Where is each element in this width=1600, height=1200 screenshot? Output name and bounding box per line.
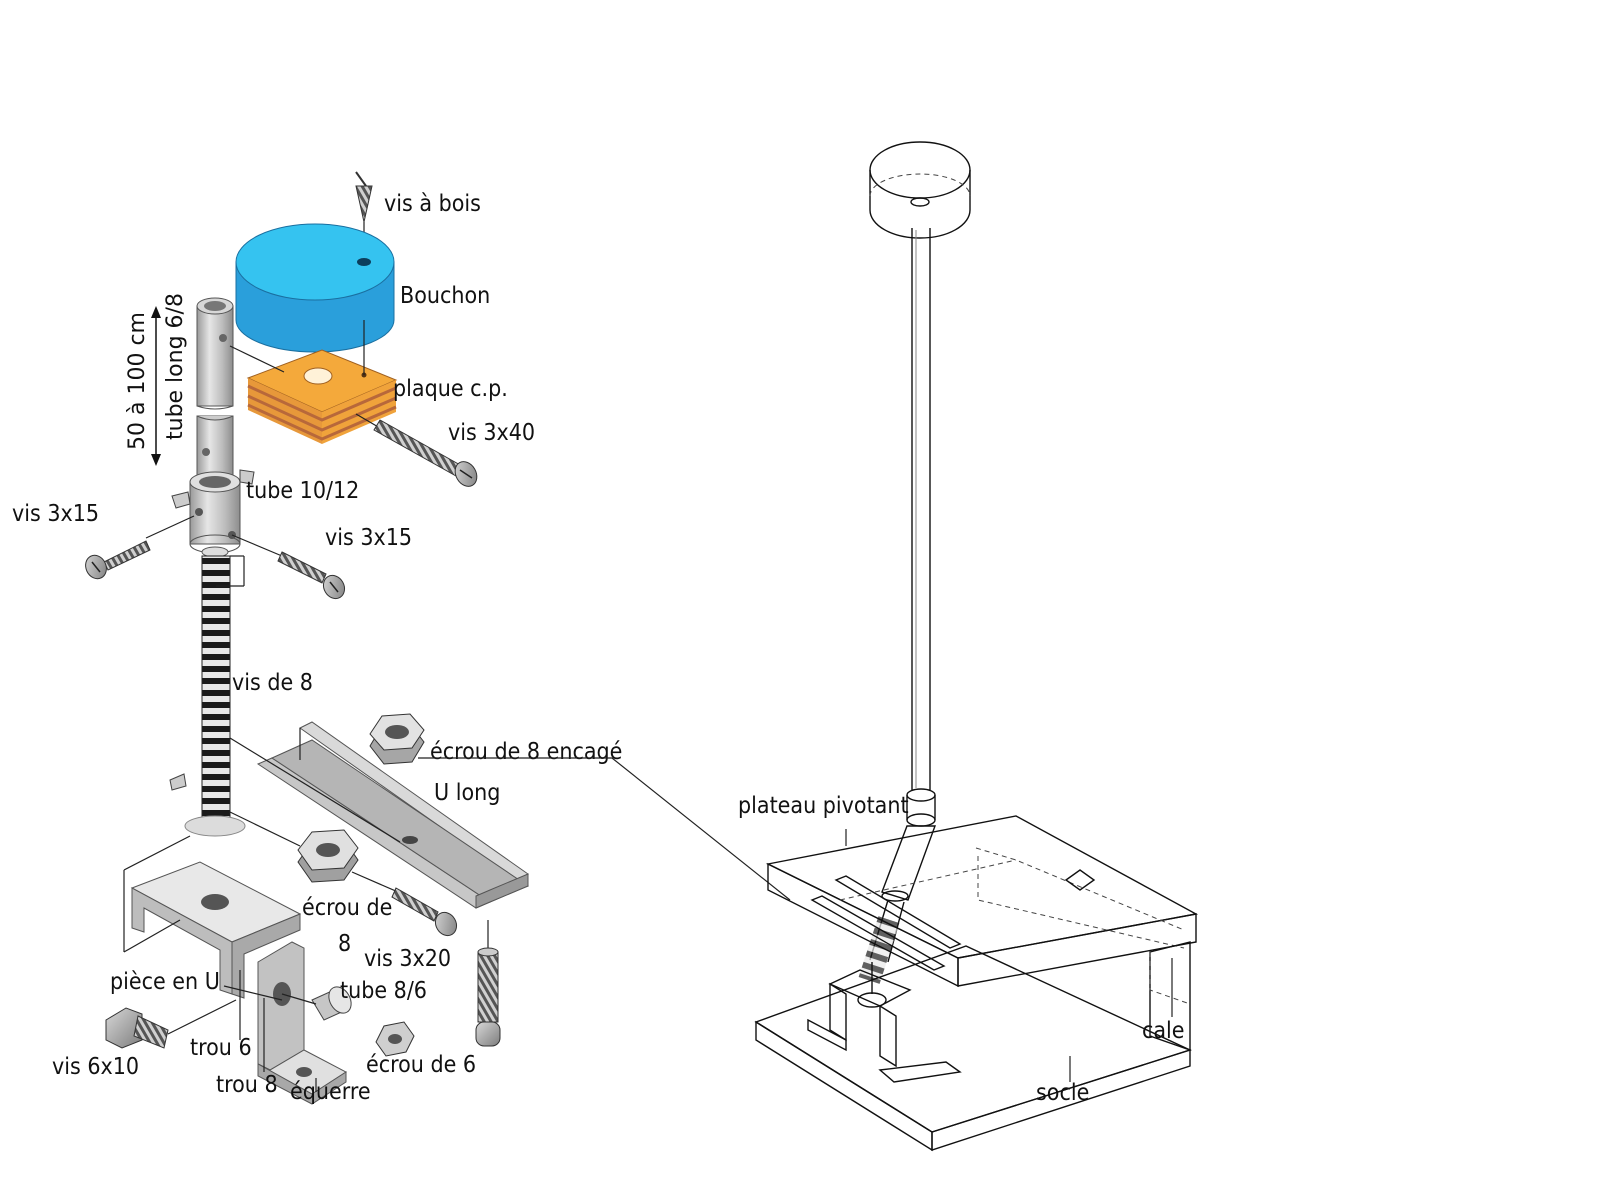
dimension-length-label: 50 à 100 cm xyxy=(125,312,150,450)
label-ecrou-de-8-l2: 8 xyxy=(338,931,351,957)
label-u-long: U long xyxy=(434,780,500,806)
bolt-under-u-channel xyxy=(475,920,501,1047)
hex-nut-m8 xyxy=(229,811,359,883)
label-ecrou-de-8-encage: écrou de 8 encagé xyxy=(430,739,622,765)
screw-6x10 xyxy=(105,999,237,1049)
label-tube-8-6: tube 8/6 xyxy=(340,978,427,1004)
bouchon-cap xyxy=(235,223,395,353)
tube-10-12 xyxy=(171,469,255,554)
angle-bracket-equerre xyxy=(223,941,347,1105)
u-bracket-piece xyxy=(123,835,302,999)
label-trou-6: trou 6 xyxy=(190,1035,252,1061)
assembled-view xyxy=(754,141,1199,1152)
label-plateau-pivotant: plateau pivotant xyxy=(738,793,909,819)
hex-nut-m8-caged xyxy=(369,713,425,765)
label-socle: socle xyxy=(1036,1080,1089,1106)
exploded-view: 50 à 100 cm tube long 6/8 xyxy=(85,171,530,1105)
screw-3x40 xyxy=(355,413,478,487)
plywood-plate xyxy=(246,320,398,444)
hex-nut-m6 xyxy=(375,1021,415,1057)
label-plaque-cp: plaque c.p. xyxy=(393,376,508,402)
label-ecrou-de-8-l1: écrou de xyxy=(302,895,392,921)
threaded-rod-m8 xyxy=(169,546,246,837)
label-vis-3x15-right: vis 3x15 xyxy=(325,525,412,551)
label-vis-a-bois: vis à bois xyxy=(384,191,481,217)
screw-3x15-right xyxy=(231,534,346,600)
dimension-arrow xyxy=(151,306,161,466)
label-bouchon: Bouchon xyxy=(400,283,490,309)
label-cale: cale xyxy=(1142,1018,1185,1044)
leader-ecrou-encage xyxy=(418,757,791,901)
label-vis-3x15-left: vis 3x15 xyxy=(12,501,99,527)
label-tube-10-12: tube 10/12 xyxy=(246,478,359,504)
label-equerre: équerre xyxy=(290,1079,371,1105)
label-vis-3x40: vis 3x40 xyxy=(448,420,535,446)
label-vis-6x10: vis 6x10 xyxy=(52,1054,139,1080)
long-tube-6-8 xyxy=(196,297,285,477)
label-vis-3x20: vis 3x20 xyxy=(364,946,451,972)
assembled-threaded-rod xyxy=(858,916,900,984)
small-tube-8-6 xyxy=(281,986,352,1021)
label-vis-de-8: vis de 8 xyxy=(232,670,313,696)
label-trou-8: trou 8 xyxy=(216,1072,278,1098)
label-piece-en-u: pièce en U xyxy=(110,969,220,995)
screw-3x15-left xyxy=(85,515,195,580)
screw-3x20 xyxy=(351,871,458,937)
u-long-channel xyxy=(229,721,530,909)
dimension-tube-label: tube long 6/8 xyxy=(163,293,188,440)
label-ecrou-de-6: écrou de 6 xyxy=(366,1052,476,1078)
